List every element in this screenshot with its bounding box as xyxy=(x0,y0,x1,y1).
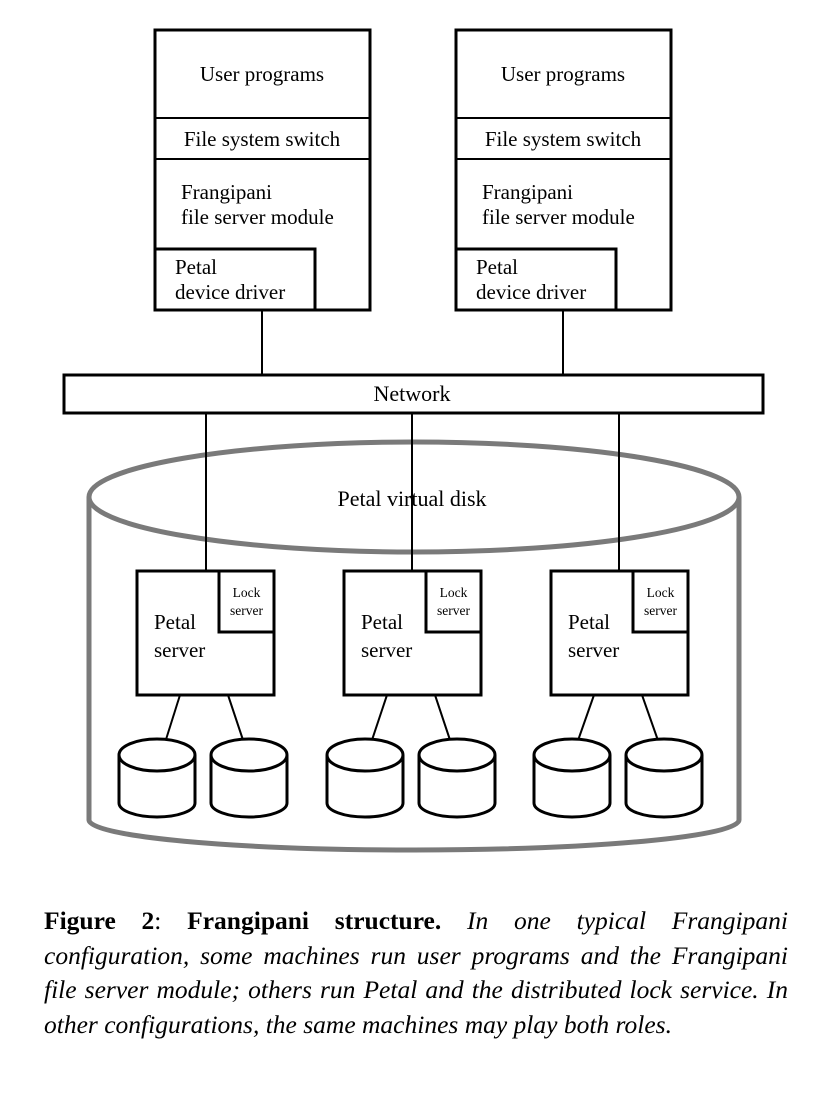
server-1-name-line1: Petal xyxy=(154,610,196,634)
petal-server-1: Lock server Petal server xyxy=(135,569,276,697)
server-2-name-line1: Petal xyxy=(361,610,403,634)
client-1-user-programs: User programs xyxy=(200,62,324,86)
server-3-name-line1: Petal xyxy=(568,610,610,634)
disk-1 xyxy=(117,737,197,819)
petal-server-2: Lock server Petal server xyxy=(342,569,483,697)
virtual-disk-top xyxy=(86,439,742,555)
client-1-driver-line2: device driver xyxy=(175,280,285,304)
caption-body: In one typical Frangipani configuration,… xyxy=(44,906,788,1039)
petal-virtual-disk: Petal virtual disk xyxy=(86,439,742,853)
server-1-name-line2: server xyxy=(154,638,205,662)
client-1-module-line2: file server module xyxy=(181,205,334,229)
disk-3 xyxy=(325,737,405,819)
network-label: Network xyxy=(374,381,451,406)
lock-server-2-box xyxy=(424,569,483,634)
caption-title: Frangipani structure. xyxy=(187,906,442,935)
client-2-user-programs: User programs xyxy=(501,62,625,86)
client-2-driver-line2: device driver xyxy=(476,280,586,304)
lock-server-3-line2: server xyxy=(644,603,677,618)
client-machine-1: User programs File system switch Frangip… xyxy=(153,28,372,312)
server-2-name-line2: server xyxy=(361,638,412,662)
figure-caption: Figure 2: Frangipani structure. In one t… xyxy=(44,904,788,1042)
disk-2 xyxy=(209,737,289,819)
lock-server-3-box xyxy=(631,569,690,634)
frangipani-structure-diagram: User programs File system switch Frangip… xyxy=(62,28,765,853)
client-2-module-line2: file server module xyxy=(482,205,635,229)
client-2-driver-box xyxy=(454,247,618,312)
lock-server-3-line1: Lock xyxy=(647,585,675,600)
client-1-module-line1: Frangipani xyxy=(181,180,272,204)
client-2-driver-line1: Petal xyxy=(476,255,518,279)
disk-5 xyxy=(532,737,612,819)
lock-server-1-box xyxy=(217,569,276,634)
lock-server-1-line1: Lock xyxy=(233,585,261,600)
caption-label: Figure 2 xyxy=(44,906,155,935)
petal-server-3: Lock server Petal server xyxy=(549,569,690,697)
client-1-file-system-switch: File system switch xyxy=(184,127,341,151)
lock-server-2-line2: server xyxy=(437,603,470,618)
client-2-file-system-switch: File system switch xyxy=(485,127,642,151)
client-1-driver-line1: Petal xyxy=(175,255,217,279)
server-3-name-line2: server xyxy=(568,638,619,662)
client-2-module-line1: Frangipani xyxy=(482,180,573,204)
client-1-driver-box xyxy=(153,247,317,312)
virtual-disk-body xyxy=(86,497,742,853)
lock-server-1-line2: server xyxy=(230,603,263,618)
caption-separator: : xyxy=(154,906,188,935)
network-box xyxy=(62,373,765,415)
lock-server-2-line1: Lock xyxy=(440,585,468,600)
disk-6 xyxy=(624,737,704,819)
network-bar: Network xyxy=(62,373,765,415)
client-machine-2: User programs File system switch Frangip… xyxy=(454,28,673,312)
disk-4 xyxy=(417,737,497,819)
